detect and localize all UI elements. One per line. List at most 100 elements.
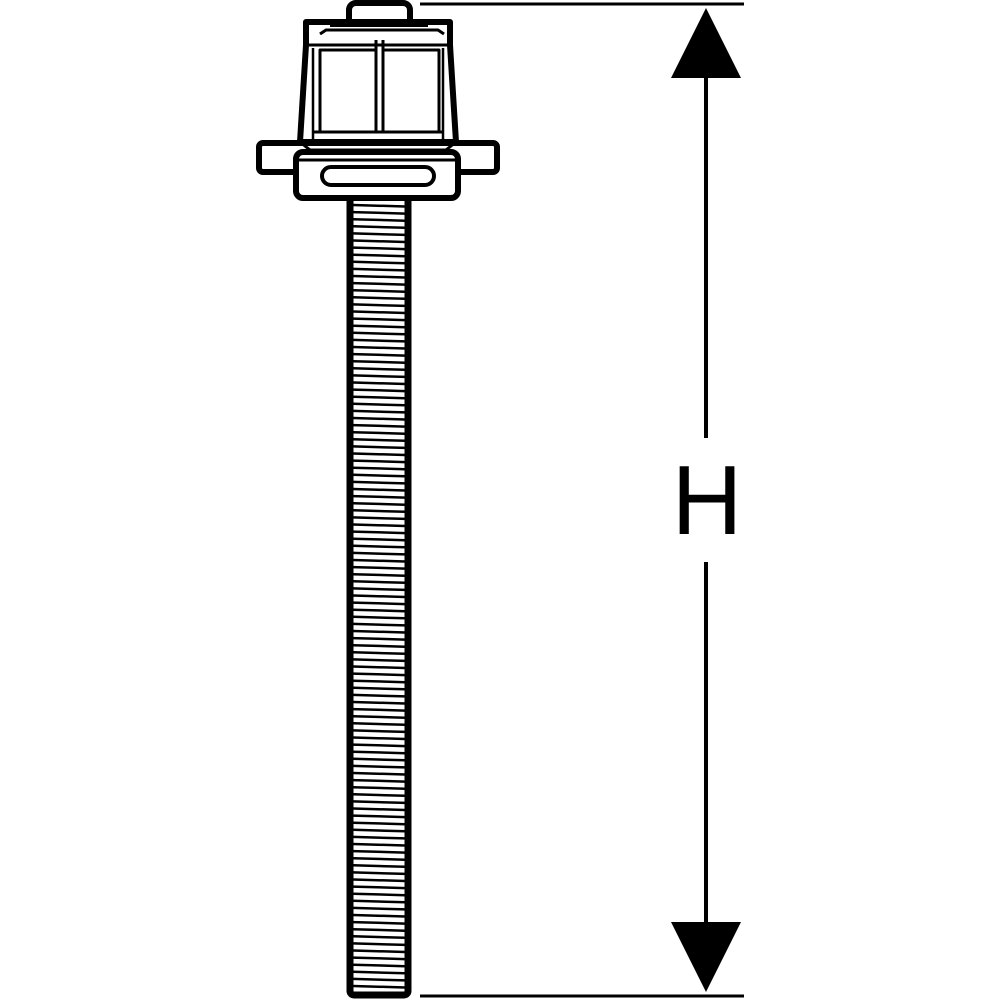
thread-line <box>352 935 406 940</box>
thread-line <box>352 700 406 705</box>
thread-line <box>352 352 406 357</box>
thread-line <box>352 963 406 968</box>
thread-line <box>352 345 406 350</box>
thread-line <box>352 317 406 322</box>
thread-line <box>352 743 406 748</box>
thread-line <box>352 629 406 634</box>
thread-line <box>352 814 406 819</box>
thread-line <box>352 636 406 641</box>
thread-line <box>352 587 406 592</box>
thread-line <box>352 260 406 265</box>
thread-line <box>352 473 406 478</box>
arrow-down-icon <box>671 922 741 992</box>
thread-line <box>352 949 406 954</box>
thread-line <box>352 296 406 301</box>
thread-line <box>352 707 406 712</box>
thread-line <box>352 239 406 244</box>
thread-line <box>352 608 406 613</box>
thread-line <box>352 807 406 812</box>
thread-line <box>352 537 406 542</box>
thread-line <box>352 984 406 989</box>
thread-line <box>352 509 406 514</box>
thread-line <box>352 580 406 585</box>
thread-line <box>352 516 406 521</box>
thread-line <box>352 736 406 741</box>
thread-line <box>352 217 406 222</box>
thread-line <box>352 480 406 485</box>
thread-line <box>352 878 406 883</box>
thread-line <box>352 416 406 421</box>
thread-line <box>352 906 406 911</box>
thread-line <box>352 920 406 925</box>
thread-line <box>352 501 406 506</box>
thread-line <box>352 835 406 840</box>
thread-line <box>352 402 406 407</box>
thread-line <box>352 452 406 457</box>
thread-line <box>352 551 406 556</box>
thread-line <box>352 778 406 783</box>
screw-head <box>297 0 459 152</box>
dimension-label: H <box>663 448 751 552</box>
thread-line <box>352 430 406 435</box>
thread-line <box>352 558 406 563</box>
thread-line <box>352 771 406 776</box>
thread-line <box>352 821 406 826</box>
thread-line <box>352 615 406 620</box>
thread-line <box>352 544 406 549</box>
thread-line <box>352 785 406 790</box>
thread-line <box>352 601 406 606</box>
thread-line <box>352 864 406 869</box>
thread-line <box>352 885 406 890</box>
thread-line <box>352 388 406 393</box>
thread-line <box>352 310 406 315</box>
thread-line <box>352 800 406 805</box>
thread-line <box>352 956 406 961</box>
thread-line <box>352 942 406 947</box>
thread-line <box>352 643 406 648</box>
thread-line <box>352 899 406 904</box>
thread-line <box>352 842 406 847</box>
thread-line <box>352 722 406 727</box>
thread-line <box>352 494 406 499</box>
thread-line <box>352 445 406 450</box>
thread-line <box>352 225 406 230</box>
thread-line <box>352 714 406 719</box>
thread-line <box>352 679 406 684</box>
thread-line <box>352 423 406 428</box>
thread-line <box>352 487 406 492</box>
thread-line <box>352 927 406 932</box>
thread-line <box>352 303 406 308</box>
thread-line <box>352 203 406 208</box>
thread-line <box>352 793 406 798</box>
thread-line <box>352 686 406 691</box>
thread-line <box>352 672 406 677</box>
thread-line <box>352 274 406 279</box>
thread-line <box>352 658 406 663</box>
thread-line <box>352 729 406 734</box>
thread-line <box>352 622 406 627</box>
thread-line <box>352 246 406 251</box>
thread-line <box>352 913 406 918</box>
thread-line <box>352 281 406 286</box>
thread-line <box>352 367 406 372</box>
thread-line <box>352 210 406 215</box>
arrow-up-icon <box>671 8 741 78</box>
thread-line <box>352 459 406 464</box>
thread-line <box>352 651 406 656</box>
thread-line <box>352 530 406 535</box>
thread-line <box>352 288 406 293</box>
thread-line <box>352 856 406 861</box>
thread-lines <box>352 203 406 989</box>
thread-line <box>352 409 406 414</box>
thread-line <box>352 374 406 379</box>
thread-line <box>352 565 406 570</box>
threaded-rod <box>346 193 412 999</box>
thread-line <box>352 871 406 876</box>
dimension-line <box>420 2 744 998</box>
thread-line <box>352 338 406 343</box>
thread-line <box>352 466 406 471</box>
thread-line <box>352 381 406 386</box>
thread-line <box>352 359 406 364</box>
